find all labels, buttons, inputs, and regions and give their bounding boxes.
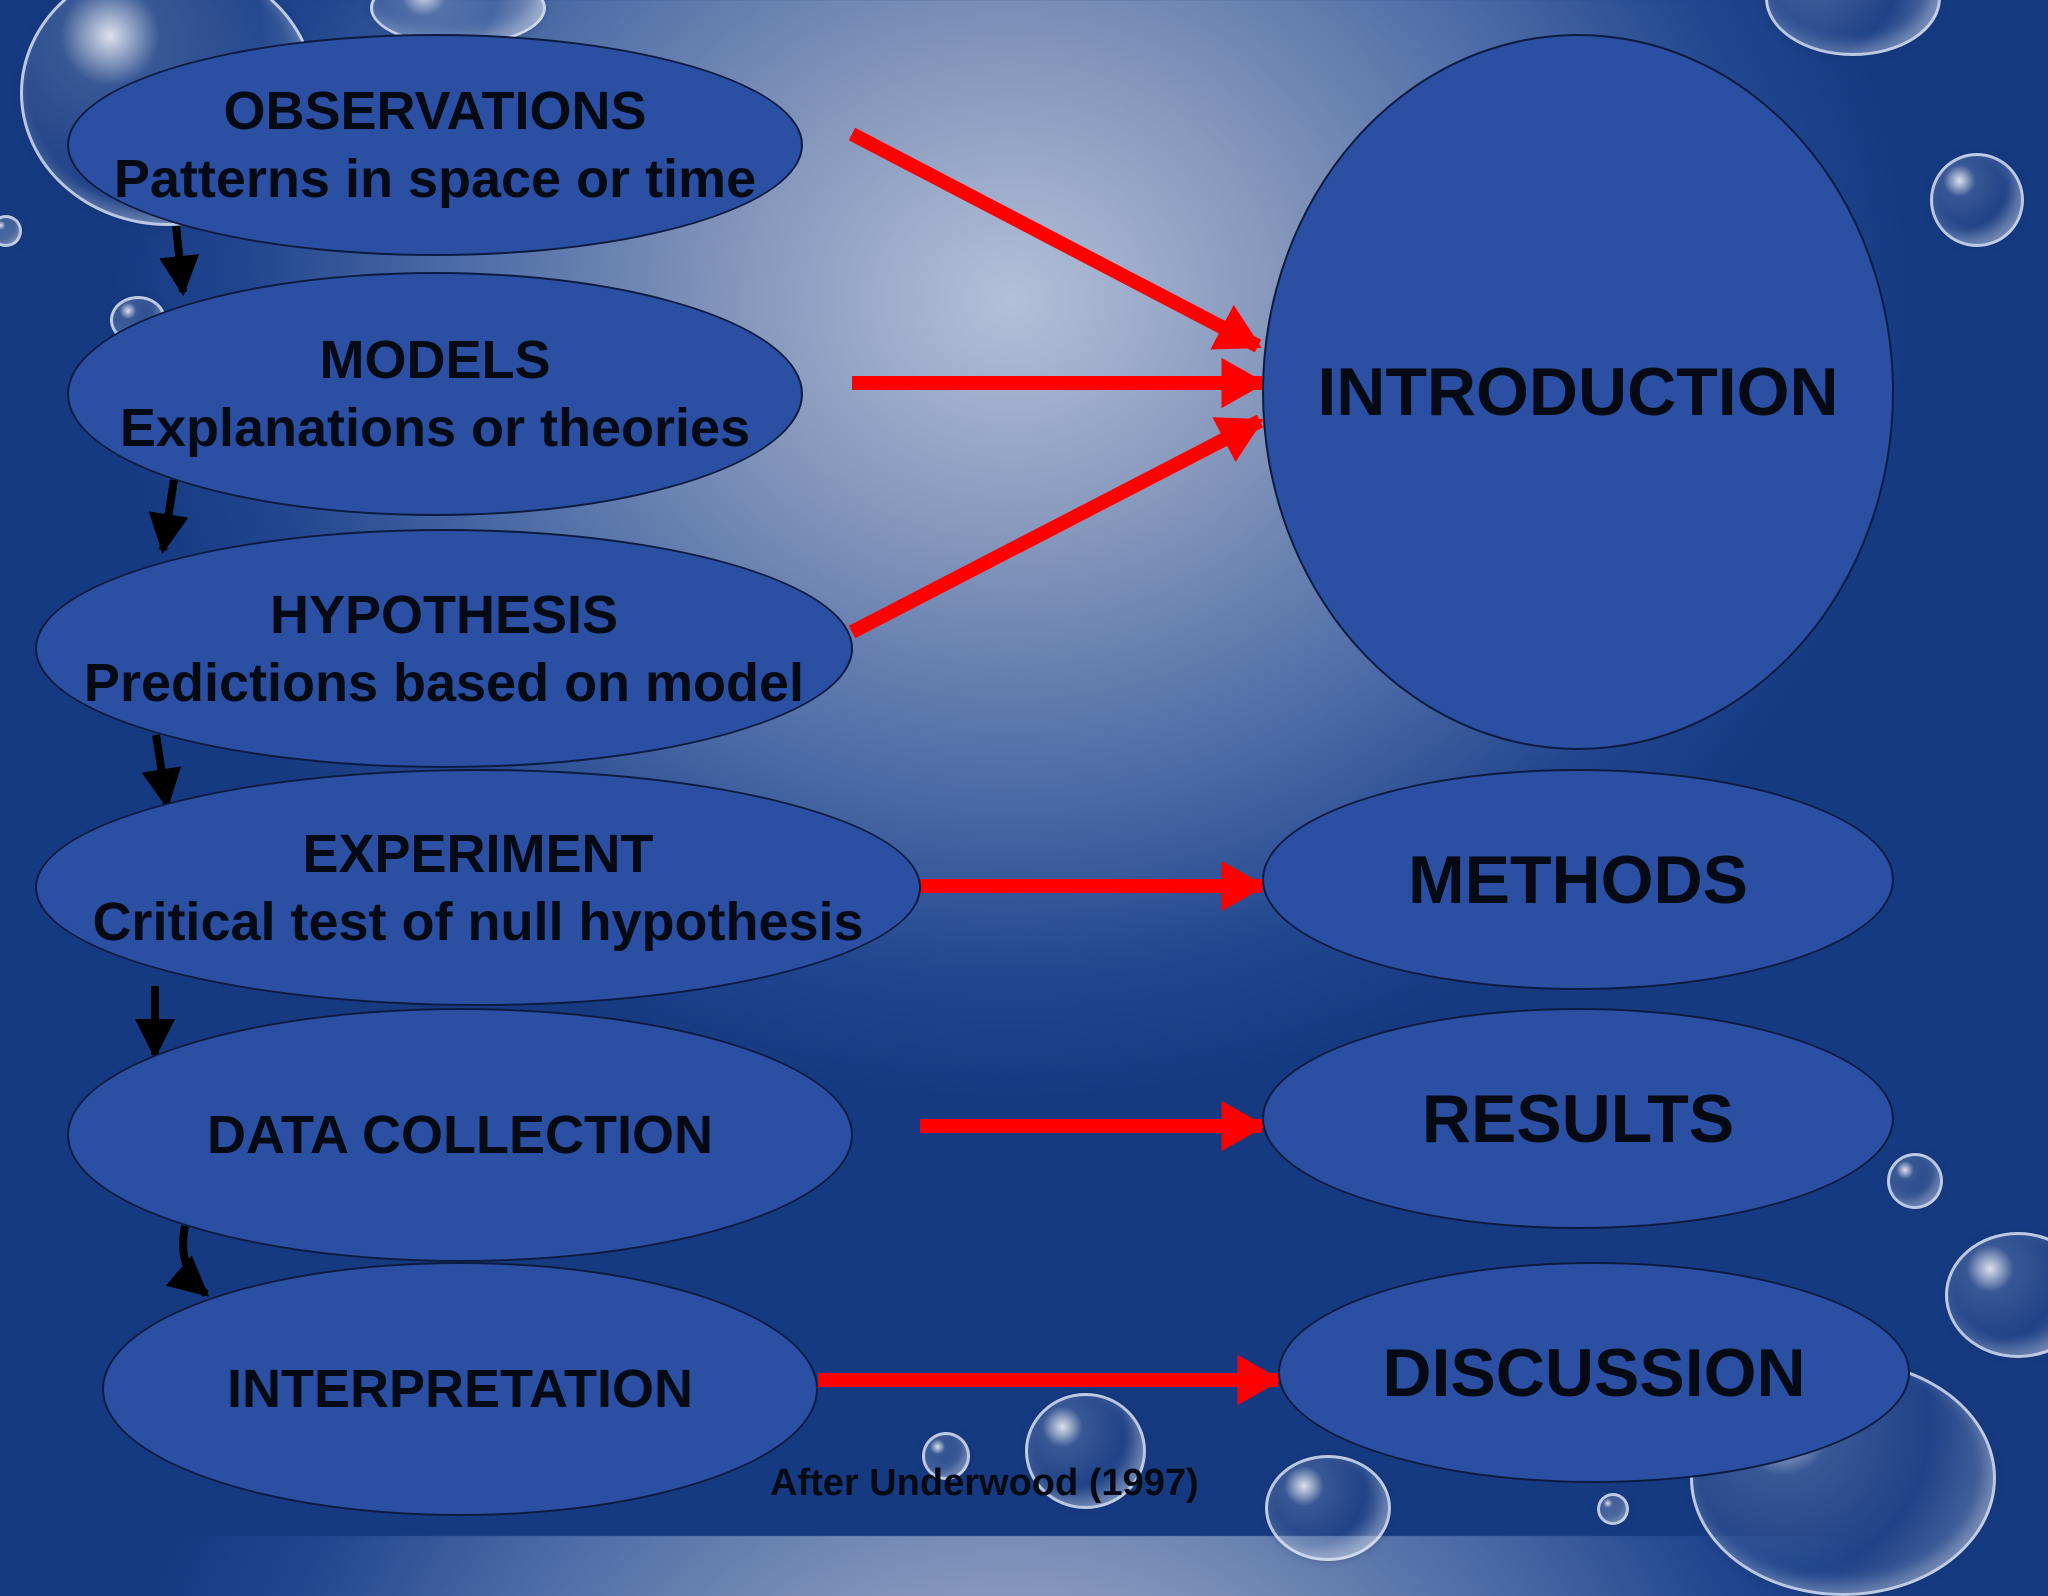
water-bubble <box>922 1432 970 1480</box>
interpretation-node: INTERPRETATION <box>102 1262 818 1516</box>
source-credit: After Underwood (1997) <box>770 1462 1199 1504</box>
water-bubble <box>1025 1393 1146 1509</box>
observations-node: OBSERVATIONS Patterns in space or time <box>67 34 803 256</box>
flow-arrow-data-collection-to-interpretation <box>165 1225 210 1298</box>
observations-subtitle: Patterns in space or time <box>113 149 757 209</box>
models-node: MODELS Explanations or theories <box>67 272 803 516</box>
observations-title: OBSERVATIONS <box>223 81 647 141</box>
models-title: MODELS <box>319 330 551 390</box>
methods-title: METHODS <box>1408 841 1748 918</box>
hypothesis-node: HYPOTHESIS Predictions based on model <box>35 529 853 768</box>
experiment-title: EXPERIMENT <box>302 823 654 884</box>
models-subtitle: Explanations or theories <box>119 398 751 458</box>
experiment-node: EXPERIMENT Critical test of null hypothe… <box>35 769 921 1006</box>
data-collection-node: DATA COLLECTION <box>67 1008 853 1262</box>
introduction-node: INTRODUCTION <box>1262 34 1894 750</box>
methods-node: METHODS <box>1262 769 1894 990</box>
introduction-title: INTRODUCTION <box>1317 354 1839 430</box>
flow-arrow-observations-to-models <box>159 225 200 296</box>
results-title: RESULTS <box>1421 1080 1735 1157</box>
discussion-title: DISCUSSION <box>1382 1334 1806 1411</box>
results-node: RESULTS <box>1262 1008 1894 1229</box>
connector-layer <box>135 127 1283 1406</box>
arrow-observations-to-introduction <box>848 127 1262 353</box>
water-bubble <box>1597 1493 1629 1525</box>
arrow-hypothesis-to-introduction <box>848 414 1264 639</box>
interpretation-title: INTERPRETATION <box>227 1359 693 1419</box>
water-bubble <box>1887 1153 1943 1209</box>
flow-arrow-models-to-hypothesis <box>148 479 189 554</box>
data-collection-title: DATA COLLECTION <box>207 1105 713 1165</box>
experiment-subtitle: Critical test of null hypothesis <box>92 891 864 952</box>
water-bubble <box>0 215 22 247</box>
discussion-node: DISCUSSION <box>1278 1262 1910 1483</box>
hypothesis-subtitle: Predictions based on model <box>83 652 805 713</box>
hypothesis-title: HYPOTHESIS <box>269 584 619 645</box>
flow-arrow-hypothesis-to-experiment <box>141 734 182 809</box>
water-bubble <box>1930 153 2024 247</box>
